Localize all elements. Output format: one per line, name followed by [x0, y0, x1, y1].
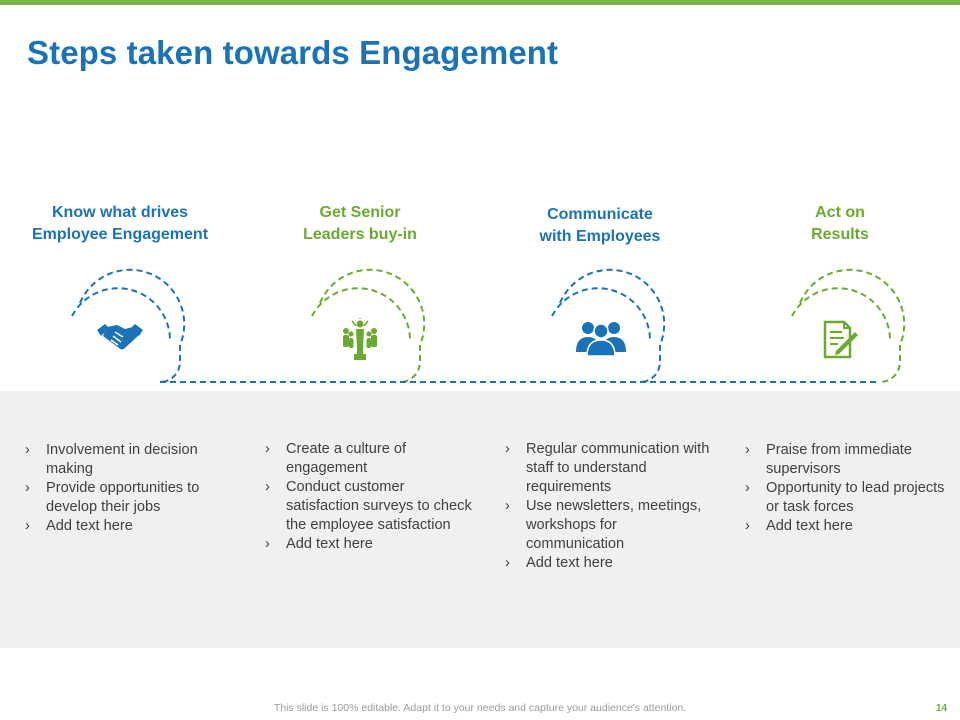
bullet-text: Conduct customer satisfaction surveys to… [286, 479, 472, 533]
step-4-heading-line-2: Results [811, 226, 869, 243]
step-2-heading-line-2: Leaders buy-in [303, 226, 417, 243]
list-item: ›Create a culture of engagement [265, 441, 407, 476]
list-item: ›Conduct customer satisfaction surveys t… [265, 479, 472, 533]
leader-trophy-icon [343, 318, 377, 360]
list-item: ›Add text here [745, 518, 853, 534]
step-4-heading: Act on Results [720, 202, 960, 246]
bullet-text: Regular communication with staff to unde… [526, 441, 710, 495]
list-item: ›Add text here [505, 555, 613, 571]
list-item: ›Praise from immediate supervisors [745, 442, 912, 477]
bullet-text: Create a culture of engagement [286, 441, 407, 476]
team-group-icon [576, 322, 626, 356]
bullet-text: Involvement in decision making [46, 442, 198, 477]
bullet-text: Add text here [766, 518, 853, 534]
list-item: ›Add text here [25, 518, 133, 534]
step-1-bullets: ›Involvement in decision making ›Provide… [23, 441, 238, 536]
list-item: ›Add text here [265, 536, 373, 552]
bullet-text: Use newsletters, meetings, workshops for… [526, 498, 702, 552]
list-item: ›Regular communication with staff to und… [505, 441, 710, 495]
step-1-heading-line-1: Know what drives [51, 204, 189, 221]
list-item: ›Involvement in decision making [25, 442, 198, 477]
details-panel [0, 391, 960, 648]
step-2-bullets: ›Create a culture of engagement ›Conduct… [263, 440, 478, 554]
step-2-heading: Get Senior Leaders buy-in [240, 202, 480, 246]
list-item: ›Opportunity to lead projects or task fo… [745, 480, 945, 515]
step-1-heading: Know what drives Employee Engagement [0, 202, 240, 246]
bullet-text: Add text here [526, 555, 613, 571]
step-3-heading: Communicate with Employees [480, 204, 720, 248]
bullet-text: Add text here [46, 518, 133, 534]
list-item: ›Use newsletters, meetings, workshops fo… [505, 498, 702, 552]
step-1-heading-line-2: Employee Engagement [31, 226, 209, 243]
footer-note: This slide is 100% editable. Adapt it to… [273, 702, 687, 714]
step-2-heading-line-1: Get Senior [319, 204, 401, 221]
bullet-text: Praise from immediate supervisors [766, 442, 912, 477]
slide-title: Steps taken towards Engagement [27, 34, 559, 71]
step-3-heading-line-2: with Employees [539, 228, 661, 245]
page-number: 14 [936, 703, 948, 714]
step-4-heading-line-1: Act on [815, 204, 865, 221]
step-3-bullets: ›Regular communication with staff to und… [503, 440, 718, 573]
handshake-icon [97, 324, 143, 350]
step-4-bullets: ›Praise from immediate supervisors ›Oppo… [743, 441, 958, 536]
bullet-text: Add text here [286, 536, 373, 552]
list-item: ›Provide opportunities to develop their … [25, 480, 200, 515]
step-3-heading-line-1: Communicate [547, 206, 653, 223]
top-accent-bar [0, 0, 960, 5]
bullet-text: Opportunity to lead projects or task for… [766, 480, 945, 515]
bullet-text: Provide opportunities to develop their j… [46, 480, 200, 515]
document-pen-icon [823, 320, 858, 359]
